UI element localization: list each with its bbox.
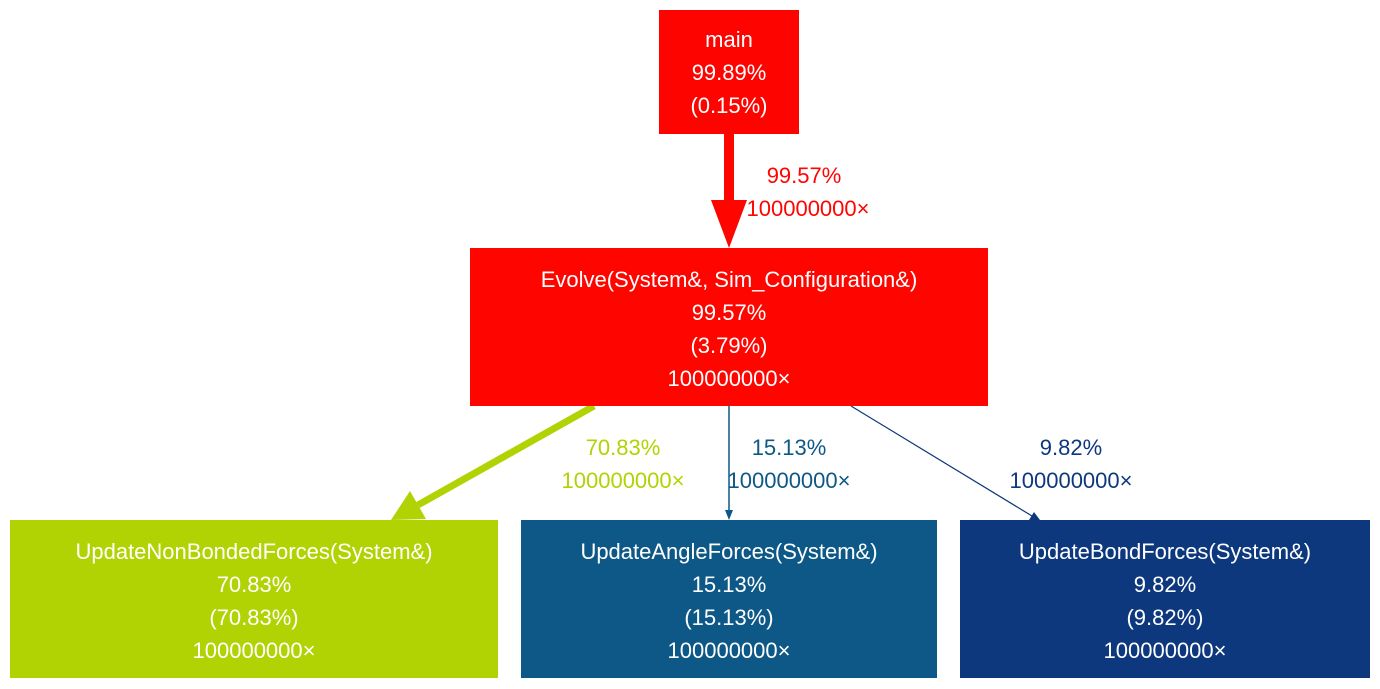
edge-label: 15.13% — [752, 435, 827, 460]
node-main[interactable]: main 99.89% (0.15%) — [659, 10, 799, 134]
node-total-percent: 15.13% — [692, 572, 767, 597]
edge-calls: 100000000× — [747, 196, 870, 221]
edge-main-to-evolve: 99.57% 100000000× — [711, 134, 869, 248]
node-box — [960, 520, 1370, 678]
node-box — [659, 10, 799, 134]
node-update-bond-forces[interactable]: UpdateBondForces(System&) 9.82% (9.82%) … — [960, 520, 1370, 678]
node-self-percent: (70.83%) — [209, 605, 298, 630]
node-update-angle-forces[interactable]: UpdateAngleForces(System&) 15.13% (15.13… — [521, 520, 937, 678]
edge-label: 99.57% — [767, 163, 842, 188]
node-call-count: 100000000× — [193, 638, 316, 663]
arrowhead-icon — [1029, 512, 1040, 520]
node-self-percent: (9.82%) — [1126, 605, 1203, 630]
node-update-nonbonded-forces[interactable]: UpdateNonBondedForces(System&) 70.83% (7… — [10, 520, 498, 678]
node-total-percent: 99.89% — [692, 60, 767, 85]
node-box — [10, 520, 498, 678]
arrowhead-icon — [391, 491, 426, 520]
node-self-percent: (15.13%) — [684, 605, 773, 630]
node-function-name: main — [705, 27, 753, 52]
node-box — [521, 520, 937, 678]
node-evolve[interactable]: Evolve(System&, Sim_Configuration&) 99.5… — [470, 248, 988, 406]
node-function-name: UpdateAngleForces(System&) — [580, 539, 877, 564]
arrowhead-icon — [725, 510, 733, 520]
node-self-percent: (3.79%) — [690, 333, 767, 358]
edge-calls: 100000000× — [562, 468, 685, 493]
edge-label: 70.83% — [586, 435, 661, 460]
edge-calls: 100000000× — [728, 468, 851, 493]
edge-calls: 100000000× — [1010, 468, 1133, 493]
edge-evolve-to-nonbonded: 70.83% 100000000× — [391, 402, 685, 520]
node-total-percent: 99.57% — [692, 300, 767, 325]
node-box — [470, 248, 988, 406]
node-total-percent: 9.82% — [1134, 572, 1196, 597]
node-call-count: 100000000× — [668, 638, 791, 663]
edge-label: 9.82% — [1040, 435, 1102, 460]
node-call-count: 100000000× — [1104, 638, 1227, 663]
node-function-name: UpdateBondForces(System&) — [1019, 539, 1311, 564]
node-call-count: 100000000× — [668, 366, 791, 391]
edge-line — [416, 402, 596, 509]
node-function-name: Evolve(System&, Sim_Configuration&) — [541, 267, 918, 292]
node-function-name: UpdateNonBondedForces(System&) — [75, 539, 432, 564]
edge-evolve-to-angle: 15.13% 100000000× — [725, 406, 850, 520]
node-self-percent: (0.15%) — [690, 93, 767, 118]
edge-line — [850, 405, 1033, 517]
node-total-percent: 70.83% — [217, 572, 292, 597]
edge-evolve-to-bond: 9.82% 100000000× — [850, 405, 1133, 520]
arrowhead-icon — [711, 200, 747, 248]
